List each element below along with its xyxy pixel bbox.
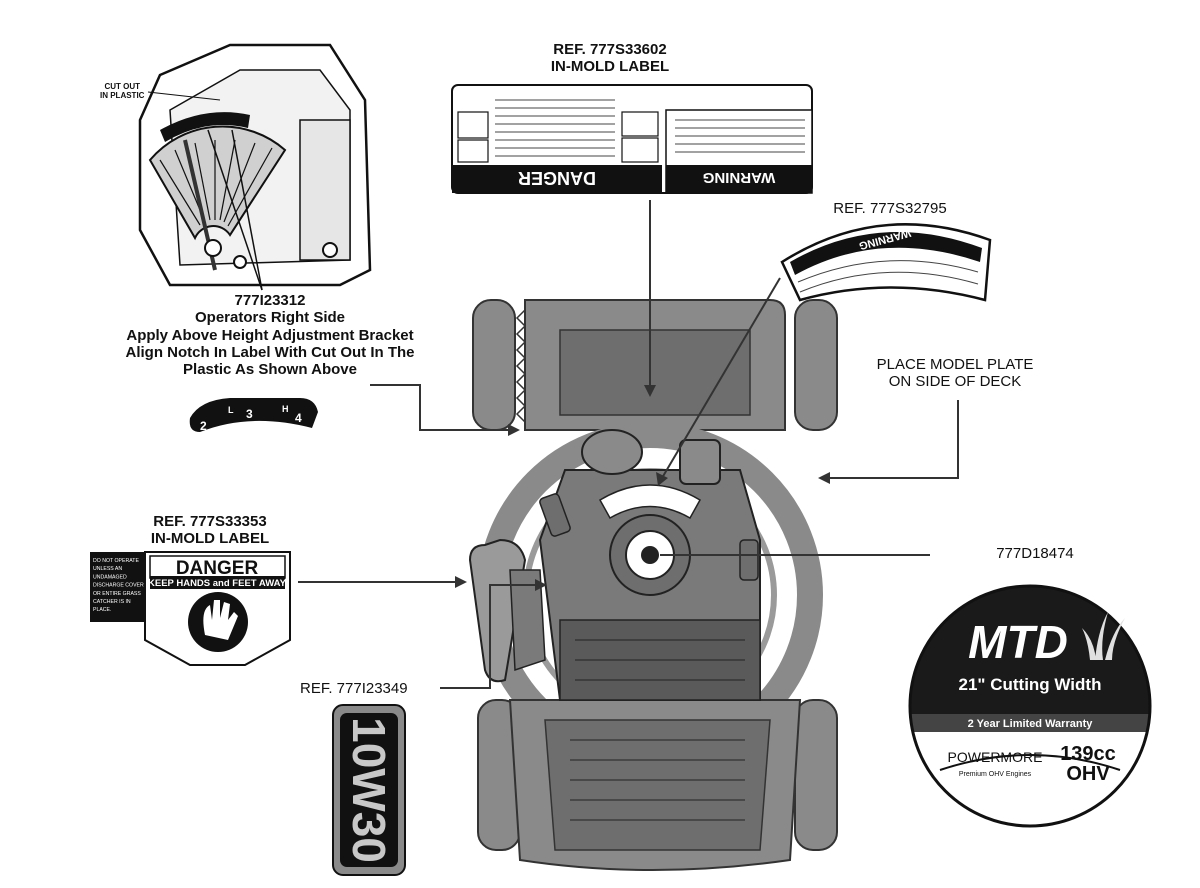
instruction-line-3: Align Notch In Label With Cut Out In The (125, 343, 415, 361)
mtd-engine-brand: POWERMORE (948, 749, 1043, 765)
height-label-decal: 2 L 3 H 4 (189, 398, 318, 433)
recoil-center (641, 546, 659, 564)
rear-panel (559, 329, 751, 416)
left-label-side-line: DO NOT OPERATE (93, 558, 139, 564)
height-mark-3: 3 (246, 407, 253, 421)
left-label-side-line: UNLESS AN (93, 566, 122, 572)
top-inmold-label: DANGER WARNING (451, 84, 813, 194)
leader-engine-label (661, 277, 781, 479)
mower-illustration (468, 299, 838, 871)
engine-warning-label: WARNING (780, 223, 992, 302)
model-plate-line-1: PLACE MODEL PLATE (876, 356, 1034, 373)
chute-body (509, 569, 546, 672)
arrow-left-label (455, 576, 467, 588)
left-label-side-line: PLACE. (93, 607, 111, 613)
height-adjuster-drawing (138, 43, 372, 291)
air-filter (679, 439, 721, 485)
left-label-subtitle: IN-MOLD LABEL (150, 530, 270, 548)
oil-label: 10W30 (332, 704, 406, 876)
leader-model-plate (830, 400, 959, 479)
cutout-line-2: IN PLASTIC (100, 91, 145, 101)
arrow-model-plate (818, 472, 830, 484)
front-deck-panel (544, 719, 771, 851)
oil-label-ref: REF. 777I23349 (300, 680, 408, 697)
mtd-badge-part-number: 777D18474 (996, 545, 1074, 562)
rear-left-wheel (472, 299, 516, 431)
front-right-wheel (794, 699, 838, 851)
instruction-line-4: Plastic As Shown Above (183, 361, 357, 378)
bag-edge (515, 309, 527, 423)
arrow-height-label (508, 424, 520, 436)
mtd-valve: OHV (1066, 763, 1110, 785)
cutout-label: CUT OUT IN PLASTIC (100, 82, 144, 100)
mtd-engine-sub: Premium OHV Engines (959, 771, 1032, 778)
mtd-badge: MTD 21" Cutting Width 2 Year Limited War… (908, 584, 1152, 828)
top-label-subtitle: IN-MOLD LABEL (550, 58, 670, 76)
top-label-warning-word: WARNING (703, 169, 776, 186)
top-label-danger-word: DANGER (518, 168, 596, 188)
left-label-caption: REF. 777S33353 IN-MOLD LABEL (100, 513, 320, 548)
engine-label-arc (598, 484, 702, 520)
arrow-engine-label (656, 472, 668, 486)
height-mark-high: H (282, 404, 289, 414)
instruction-line-1: Operators Right Side (194, 309, 346, 327)
height-mark-low: L (228, 405, 234, 415)
rear-right-wheel (794, 299, 838, 431)
mtd-warranty: 2 Year Limited Warranty (968, 718, 1094, 730)
left-label-side-line: CATCHER IS IN (93, 599, 131, 605)
grass-icon (1082, 612, 1125, 660)
left-danger-label: DANGER KEEP HANDS and FEET AWAY DO NOT O… (90, 551, 291, 666)
arrow-top-label (644, 385, 656, 397)
left-label-side-line: DISCHARGE COVER (93, 583, 144, 589)
model-plate-note: PLACE MODEL PLATE ON SIDE OF DECK (855, 356, 1055, 391)
mtd-brand-text: MTD (968, 616, 1068, 668)
leader-oil-label (440, 584, 535, 689)
left-label-danger-word: DANGER (176, 558, 259, 579)
engine-tab (739, 539, 759, 581)
dipstick (539, 493, 571, 537)
left-label-keep-hands: KEEP HANDS and FEET AWAY (148, 578, 287, 589)
arrow-oil-label (535, 579, 547, 591)
model-plate-line-2: ON SIDE OF DECK (888, 373, 1022, 391)
mtd-cutting-width: 21" Cutting Width (959, 675, 1102, 694)
left-label-side-line: UNDAMAGED (93, 574, 127, 580)
hand-icon (203, 600, 238, 640)
oil-grade-text: 10W30 (343, 717, 395, 863)
top-label-caption: REF. 777S33602 IN-MOLD LABEL (480, 41, 740, 76)
mtd-displacement: 139cc (1060, 743, 1116, 765)
leader-height-label (370, 384, 508, 431)
engine-label-ref: REF. 777S32795 (833, 200, 947, 217)
top-label-ref: REF. 777S33602 (553, 41, 667, 58)
height-label-part-number: 777I23312 (234, 292, 306, 309)
left-label-side-line: OR ENTIRE GRASS (93, 591, 141, 597)
height-mark-4: 4 (295, 411, 302, 425)
left-label-side-text: DO NOT OPERATE UNLESS AN UNDAMAGED DISCHARG… (93, 558, 144, 613)
fuel-cap (581, 429, 643, 475)
instruction-line-2: Apply Above Height Adjustment Bracket (126, 326, 414, 344)
left-label-ref: REF. 777S33353 (153, 513, 267, 530)
cutout-line-1: CUT OUT (104, 82, 140, 91)
height-mark-2: 2 (200, 419, 207, 433)
height-instructions: 777I23312 Operators Right Side Apply Abo… (90, 292, 450, 378)
